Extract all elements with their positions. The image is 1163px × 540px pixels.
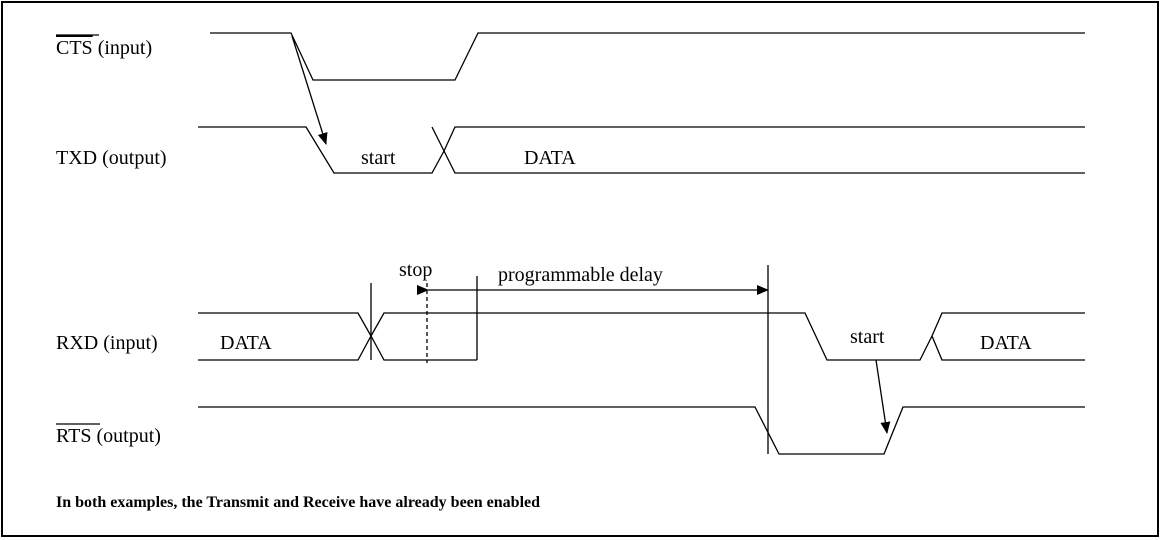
rxd-waveform-top bbox=[198, 312, 1085, 361]
rxd-waveform-bottom-right bbox=[931, 335, 1085, 361]
rxd-start-label: start bbox=[850, 326, 885, 348]
footer-note: In both examples, the Transmit and Recei… bbox=[56, 494, 540, 511]
txd-data-label: DATA bbox=[524, 147, 576, 169]
delay-label: programmable delay bbox=[498, 264, 663, 286]
rxd-label: RXD (input) bbox=[56, 332, 158, 354]
rxd-data-right-label: DATA bbox=[980, 332, 1032, 354]
txd-waveform-high bbox=[198, 126, 1085, 174]
cts-waveform bbox=[210, 32, 1085, 81]
txd-start-label: start bbox=[361, 147, 396, 169]
rxd-data-left-label: DATA bbox=[220, 332, 272, 354]
stop-label: stop bbox=[399, 259, 432, 281]
cts-to-txd-arrow bbox=[291, 35, 328, 145]
rts-waveform bbox=[198, 406, 1085, 455]
cts-label: CTS (input) bbox=[56, 37, 152, 59]
rts-label: RTS (output) bbox=[56, 425, 161, 447]
rts-direction: (output) bbox=[91, 425, 160, 447]
txd-waveform-low bbox=[431, 126, 1085, 174]
txd-label: TXD (output) bbox=[56, 147, 167, 169]
rts-signal-name: RTS bbox=[56, 425, 91, 447]
cts-direction: (input) bbox=[93, 37, 152, 59]
rxd-to-rts-arrow bbox=[875, 359, 891, 434]
cts-signal-name: CTS bbox=[56, 37, 93, 59]
